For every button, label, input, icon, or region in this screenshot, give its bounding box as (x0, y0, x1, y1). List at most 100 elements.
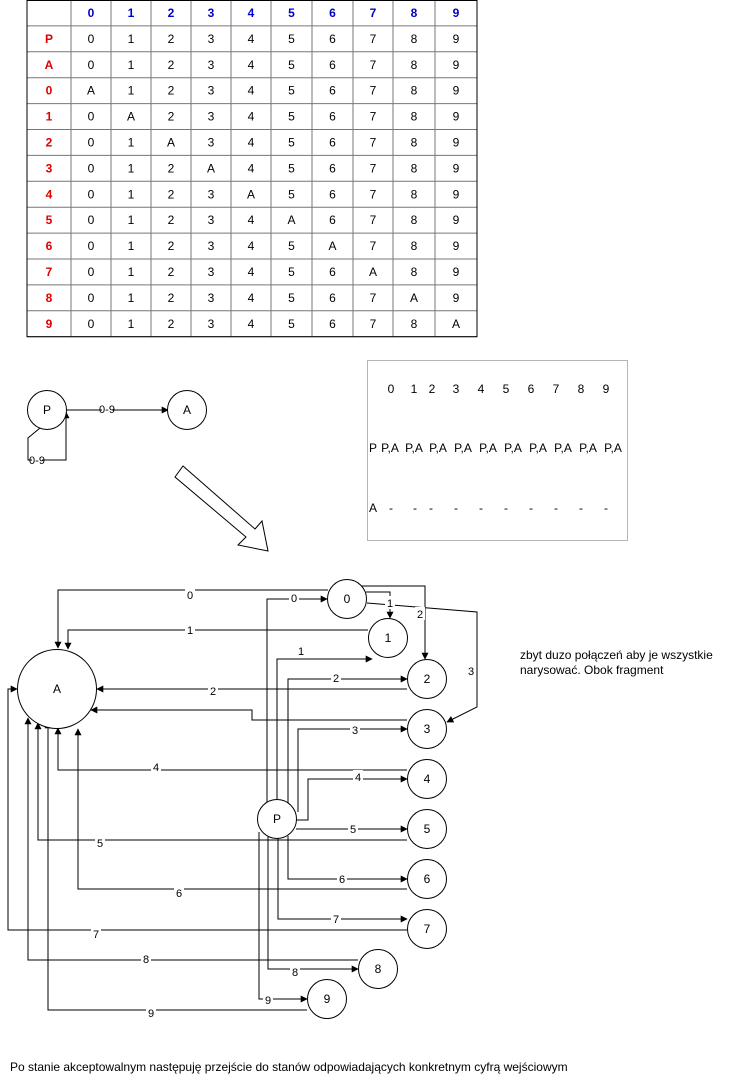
edge-p-loop (27, 411, 70, 461)
table-cell: 2 (168, 110, 175, 124)
down-arrow-shape (174, 465, 269, 552)
table-cell: 1 (128, 317, 135, 331)
table-row-label: A (45, 58, 54, 72)
table-header-cell: 8 (411, 6, 418, 20)
table-cell: 0 (88, 32, 95, 46)
state-7-label: 7 (424, 922, 431, 936)
box-header-cell: 8 (578, 382, 585, 396)
edge-label-p-9: 9 (265, 995, 271, 1007)
table-cell: 6 (329, 84, 336, 98)
table-cell: A (328, 239, 336, 253)
table-cell: 1 (128, 213, 135, 227)
table-row-label: 7 (46, 265, 53, 279)
table-row-label: 5 (46, 213, 53, 227)
box-row-p-cell: P,A (429, 441, 447, 455)
box-header-cell: 1 (411, 382, 418, 396)
edge-label-a-0-bg (185, 588, 195, 601)
state-a-label: A (53, 682, 61, 696)
table-row-label: 3 (46, 161, 53, 175)
table-row-label: 2 (46, 135, 53, 149)
table-cell: 1 (128, 58, 135, 72)
edge-p-to-1 (276, 655, 373, 800)
box-row-a-cell: - (504, 501, 508, 515)
state-9 (307, 979, 347, 1019)
state-p-label: P (273, 812, 281, 826)
edge-7-to-a (7, 685, 407, 931)
table-header-cell: 7 (370, 6, 377, 20)
table-cell: 4 (248, 32, 255, 46)
table-header-cell: 2 (168, 6, 175, 20)
table-row-label: 4 (46, 187, 53, 201)
table-cell: 6 (329, 291, 336, 305)
state-2 (407, 659, 447, 699)
bottom-note: Po stanie akceptowalnym następuję przejś… (10, 1060, 568, 1074)
table-cell: 2 (168, 84, 175, 98)
edge-label-p-7: 7 (333, 914, 339, 926)
table-cell: 1 (128, 187, 135, 201)
table-cell: 9 (453, 187, 460, 201)
edge-label-p-4-bg (353, 770, 363, 783)
table-cell: A (207, 161, 215, 175)
box-header-cell: 5 (503, 382, 510, 396)
edge-label-0-3-bg (466, 664, 476, 677)
table-cell: 5 (288, 239, 295, 253)
table-cell: A (87, 84, 95, 98)
table-header-cell: 9 (453, 6, 460, 20)
table-row-label: 1 (46, 110, 53, 124)
table-cell: 0 (88, 213, 95, 227)
table-cell: 4 (248, 110, 255, 124)
edge-4-to-a (54, 727, 407, 771)
edge-label-loop: 0-9 (29, 455, 45, 467)
table-cell: 7 (370, 161, 377, 175)
table-cell: 8 (411, 187, 418, 201)
table-cell: 8 (411, 58, 418, 72)
box-header-cell: 9 (603, 382, 610, 396)
table-cell: 5 (288, 187, 295, 201)
edge-label-loop-bg (32, 453, 42, 466)
edge-label-p-6-bg (337, 872, 347, 885)
table-cell: 8 (411, 110, 418, 124)
box-row-a-cell: - (479, 501, 483, 515)
state-8 (358, 949, 398, 989)
state-3-label: 3 (424, 722, 431, 736)
transition-box-border (367, 360, 628, 541)
table-cell: 6 (329, 317, 336, 331)
box-row-p-label: P (369, 441, 377, 455)
table-cell: 3 (208, 84, 215, 98)
table-cell: 9 (453, 84, 460, 98)
edge-p-to-3 (297, 725, 408, 812)
table-cell: 3 (208, 265, 215, 279)
edge-label-a-4-bg (151, 760, 161, 773)
state-p-small (27, 390, 67, 430)
edge-p-to-9 (258, 832, 308, 1003)
edge-label-0-3: 3 (468, 666, 474, 678)
box-row-a-cell: - (554, 501, 558, 515)
table-cell: 0 (88, 58, 95, 72)
box-header-cell: 0 (388, 382, 395, 396)
table-cell: 5 (288, 135, 295, 149)
edge-label-a-9: 9 (148, 1008, 154, 1020)
edge-p-to-2 (287, 675, 408, 805)
table-cell: 6 (329, 32, 336, 46)
table-cell: 9 (453, 58, 460, 72)
table-cell: 1 (128, 239, 135, 253)
edge-label-a-0: 0 (187, 590, 193, 602)
box-header-cell: 3 (453, 382, 460, 396)
table-cell: A (410, 291, 418, 305)
table-header-cell: 1 (128, 6, 135, 20)
table-cell: 4 (248, 58, 255, 72)
state-2-label: 2 (424, 672, 431, 686)
state-a (17, 649, 97, 729)
table-cell: 9 (453, 110, 460, 124)
state-9-label: 9 (324, 992, 331, 1006)
table-header-cell: 3 (208, 6, 215, 20)
state-4 (407, 759, 447, 799)
box-header-cell: 6 (528, 382, 535, 396)
table-row-label: P (45, 32, 53, 46)
table-cell: A (452, 317, 460, 331)
table-cell: 0 (88, 291, 95, 305)
edge-6-to-a (74, 728, 407, 890)
box-row-a-cell: - (389, 501, 393, 515)
table-cell: 8 (411, 32, 418, 46)
